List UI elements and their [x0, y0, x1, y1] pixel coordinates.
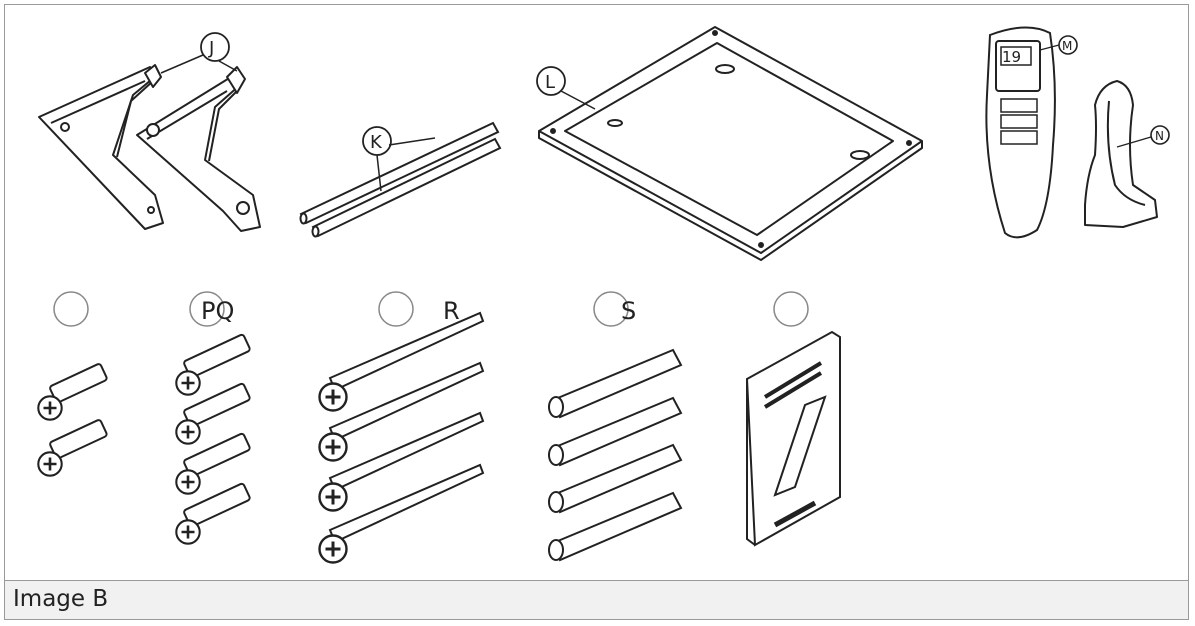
label-m: M	[1039, 35, 1078, 55]
label-j: J	[160, 32, 238, 74]
rods-k	[299, 121, 502, 238]
svg-text:R: R	[443, 297, 460, 325]
svg-text:J: J	[208, 38, 214, 59]
label-n: N	[1116, 125, 1170, 148]
label-pq: PQ	[189, 291, 234, 327]
svg-text:PQ: PQ	[201, 297, 234, 325]
parts-diagram: 19	[37, 26, 1170, 564]
svg-text:S: S	[621, 297, 636, 325]
label-l: L	[536, 66, 596, 110]
remote-display-text: 19	[1002, 48, 1021, 66]
label-k: K	[362, 126, 436, 192]
svg-text:L: L	[545, 72, 555, 93]
instruction-manual	[745, 330, 841, 547]
small-screws	[37, 363, 108, 477]
machine-screws-pq	[175, 333, 251, 545]
remote-control-m: 19	[985, 26, 1056, 239]
svg-text:N: N	[1155, 129, 1164, 143]
label-s: S	[593, 291, 636, 327]
svg-text:K: K	[370, 132, 383, 153]
label-circle-1	[53, 291, 89, 327]
wall-plugs-s	[548, 348, 683, 562]
remote-holder-n	[1084, 80, 1158, 228]
label-circle-manual	[773, 291, 809, 327]
figure-frame: 19	[4, 4, 1189, 620]
image-caption: Image B	[13, 586, 109, 612]
caption-bar: Image B	[5, 580, 1188, 619]
wood-screws-r	[318, 311, 485, 564]
wall-bracket-j	[38, 64, 261, 232]
mounting-frame-l	[538, 26, 923, 261]
label-r: R	[378, 291, 460, 327]
svg-text:M: M	[1062, 39, 1072, 53]
